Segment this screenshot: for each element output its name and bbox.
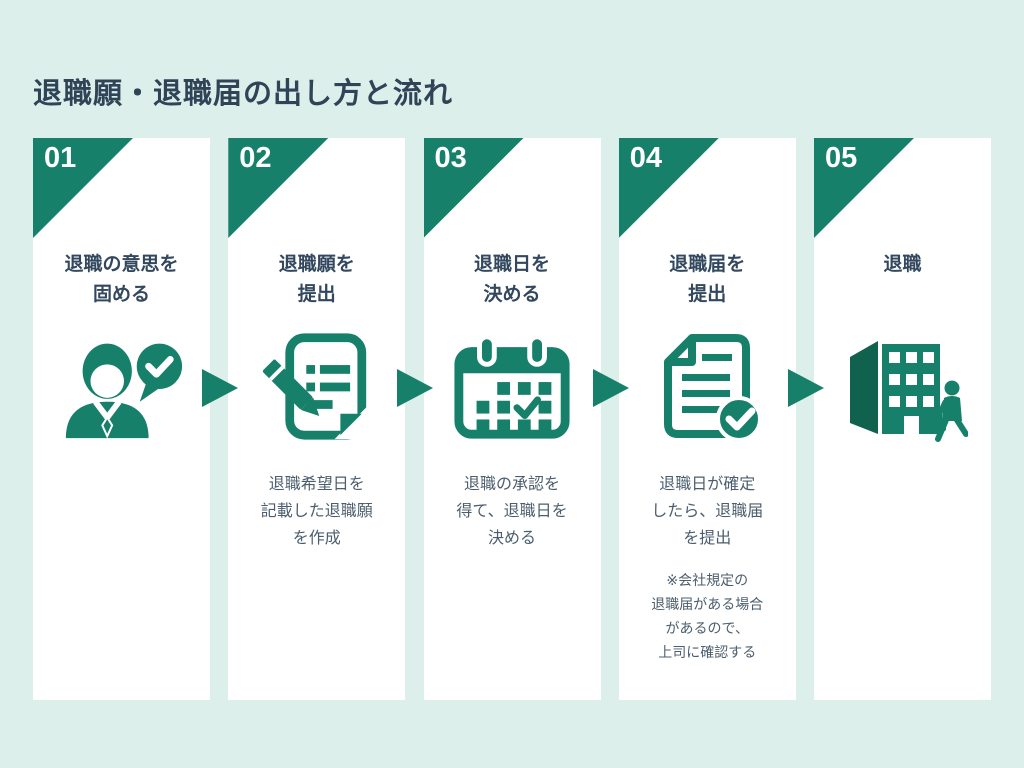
write-document-icon (228, 330, 405, 442)
step-description: 退職の承認を 得て、退職日を 決める (456, 476, 568, 547)
step-number-corner: 04 (618, 138, 719, 238)
step-title: 退職願を 提出 (278, 254, 355, 305)
step-number-corner: 05 (814, 138, 914, 238)
document-check-icon (619, 330, 796, 442)
page-title: 退職願・退職届の出し方と流れ (33, 78, 454, 110)
building-leave-icon (814, 330, 991, 442)
step-number: 02 (239, 142, 272, 174)
step-description: 退職日が確定 したら、退職届 を提出 (651, 476, 764, 547)
step-title: 退職の意思を 固める (64, 254, 179, 305)
step-number: 04 (629, 142, 663, 174)
step-title: 退職日を 決める (473, 254, 550, 305)
calendar-check-icon (424, 330, 601, 442)
step-description: 退職希望日を 記載した退職願 を作成 (260, 476, 373, 547)
step-number-corner: 01 (33, 138, 133, 238)
step-number: 01 (44, 142, 77, 174)
step-number-corner: 03 (423, 138, 524, 238)
step-card-1: 01 退職の意思を 固める (33, 138, 210, 700)
step-number: 05 (825, 142, 858, 174)
process-flow: 01 退職の意思を 固める 02 退職願を 提出 (33, 138, 991, 700)
step-note: ※会社規定の 退職届がある場合 があるので、 上司に確認する (651, 572, 764, 660)
step-title: 退職届を 提出 (669, 254, 746, 305)
step-number-corner: 02 (228, 138, 329, 238)
step-card-4: 04 退職届を 提出 退職日が確定 したら、退職届 を提出 ※会社規定の 退職届… (618, 138, 796, 700)
step-card-2: 02 退職願を 提出 (228, 138, 406, 700)
step-title: 退職 (883, 254, 922, 275)
step-card-5: 05 退職 (814, 138, 991, 700)
person-check-icon (33, 330, 210, 442)
step-number: 03 (434, 142, 467, 174)
step-card-3: 03 退職日を 決める (423, 138, 601, 700)
